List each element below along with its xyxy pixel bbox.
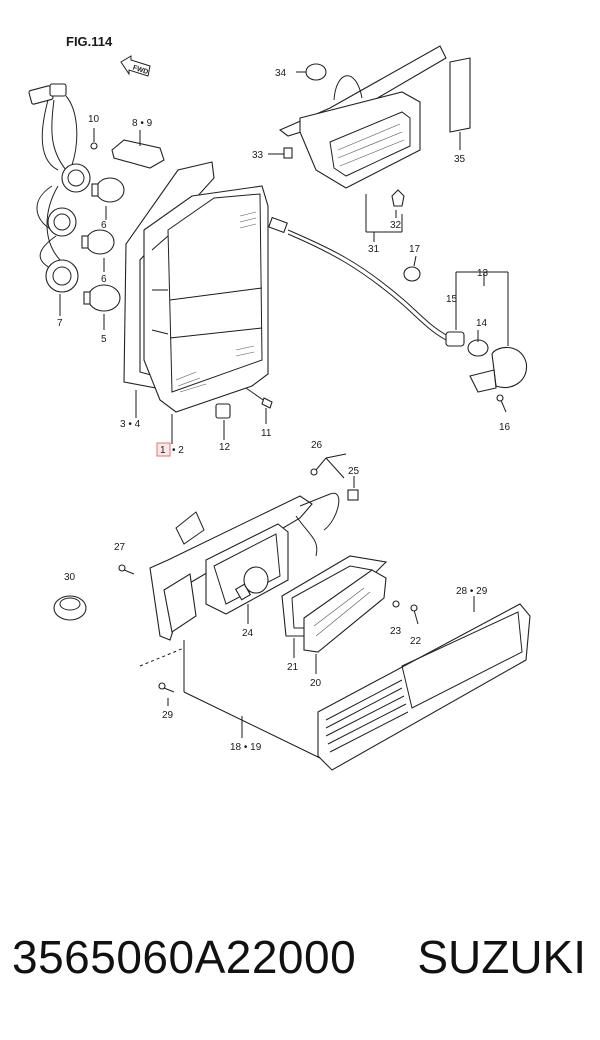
bulb-icon bbox=[83, 284, 121, 312]
callout-1: 1 bbox=[160, 445, 166, 456]
high-mount-stop-lamp bbox=[268, 45, 471, 242]
callout-16: 16 bbox=[499, 422, 511, 433]
backup-lamp-assembly bbox=[53, 453, 531, 771]
brand-name: SUZUKI bbox=[417, 931, 586, 983]
bulb-icon bbox=[91, 177, 125, 203]
callout-20: 20 bbox=[310, 678, 322, 689]
callout-23: 23 bbox=[390, 626, 402, 637]
callout-10: 10 bbox=[88, 114, 100, 125]
callout-18-19: 18 • 19 bbox=[230, 742, 262, 753]
exploded-parts-diagram: FIG.114 FWD bbox=[28, 34, 531, 771]
callout-11: 11 bbox=[261, 428, 272, 439]
callout-26: 26 bbox=[311, 440, 323, 451]
callout-2: • 2 bbox=[172, 445, 184, 456]
callout-13: 13 bbox=[477, 268, 489, 279]
callout-6a: 6 bbox=[101, 220, 107, 231]
license-lamp-assembly bbox=[268, 216, 528, 413]
callout-25: 25 bbox=[348, 466, 360, 477]
bulb-icon bbox=[81, 229, 115, 255]
callout-24: 24 bbox=[242, 628, 254, 639]
harness-and-sockets bbox=[28, 83, 125, 330]
fwd-label: FWD bbox=[132, 65, 149, 77]
callout-14: 14 bbox=[476, 318, 488, 329]
callout-29: 29 bbox=[162, 710, 174, 721]
callout-32: 32 bbox=[390, 220, 402, 231]
callout-5: 5 bbox=[101, 334, 107, 345]
callout-12: 12 bbox=[219, 442, 231, 453]
callout-22: 22 bbox=[410, 636, 422, 647]
part-number: 3565060A22000 bbox=[12, 931, 357, 983]
callout-30: 30 bbox=[64, 572, 76, 583]
callout-21: 21 bbox=[287, 662, 299, 673]
callout-3-4: 3 • 4 bbox=[120, 419, 141, 430]
callout-7: 7 bbox=[57, 318, 63, 329]
callout-31: 31 bbox=[368, 244, 380, 255]
figure-title: FIG.114 bbox=[66, 34, 113, 49]
callout-17: 17 bbox=[409, 244, 421, 255]
callout-35: 35 bbox=[454, 154, 466, 165]
callout-15: 15 bbox=[446, 294, 458, 305]
fwd-arrow-icon: FWD bbox=[120, 55, 151, 77]
rear-combination-lamp bbox=[111, 130, 273, 457]
callout-6b: 6 bbox=[101, 274, 107, 285]
callout-34: 34 bbox=[275, 68, 287, 79]
callout-1-highlight bbox=[156, 442, 171, 457]
callout-33: 33 bbox=[252, 150, 264, 161]
callout-8-9: 8 • 9 bbox=[132, 118, 153, 129]
footer bbox=[0, 868, 600, 1040]
callout-28-29: 28 • 29 bbox=[456, 586, 488, 597]
callout-27: 27 bbox=[114, 542, 126, 553]
